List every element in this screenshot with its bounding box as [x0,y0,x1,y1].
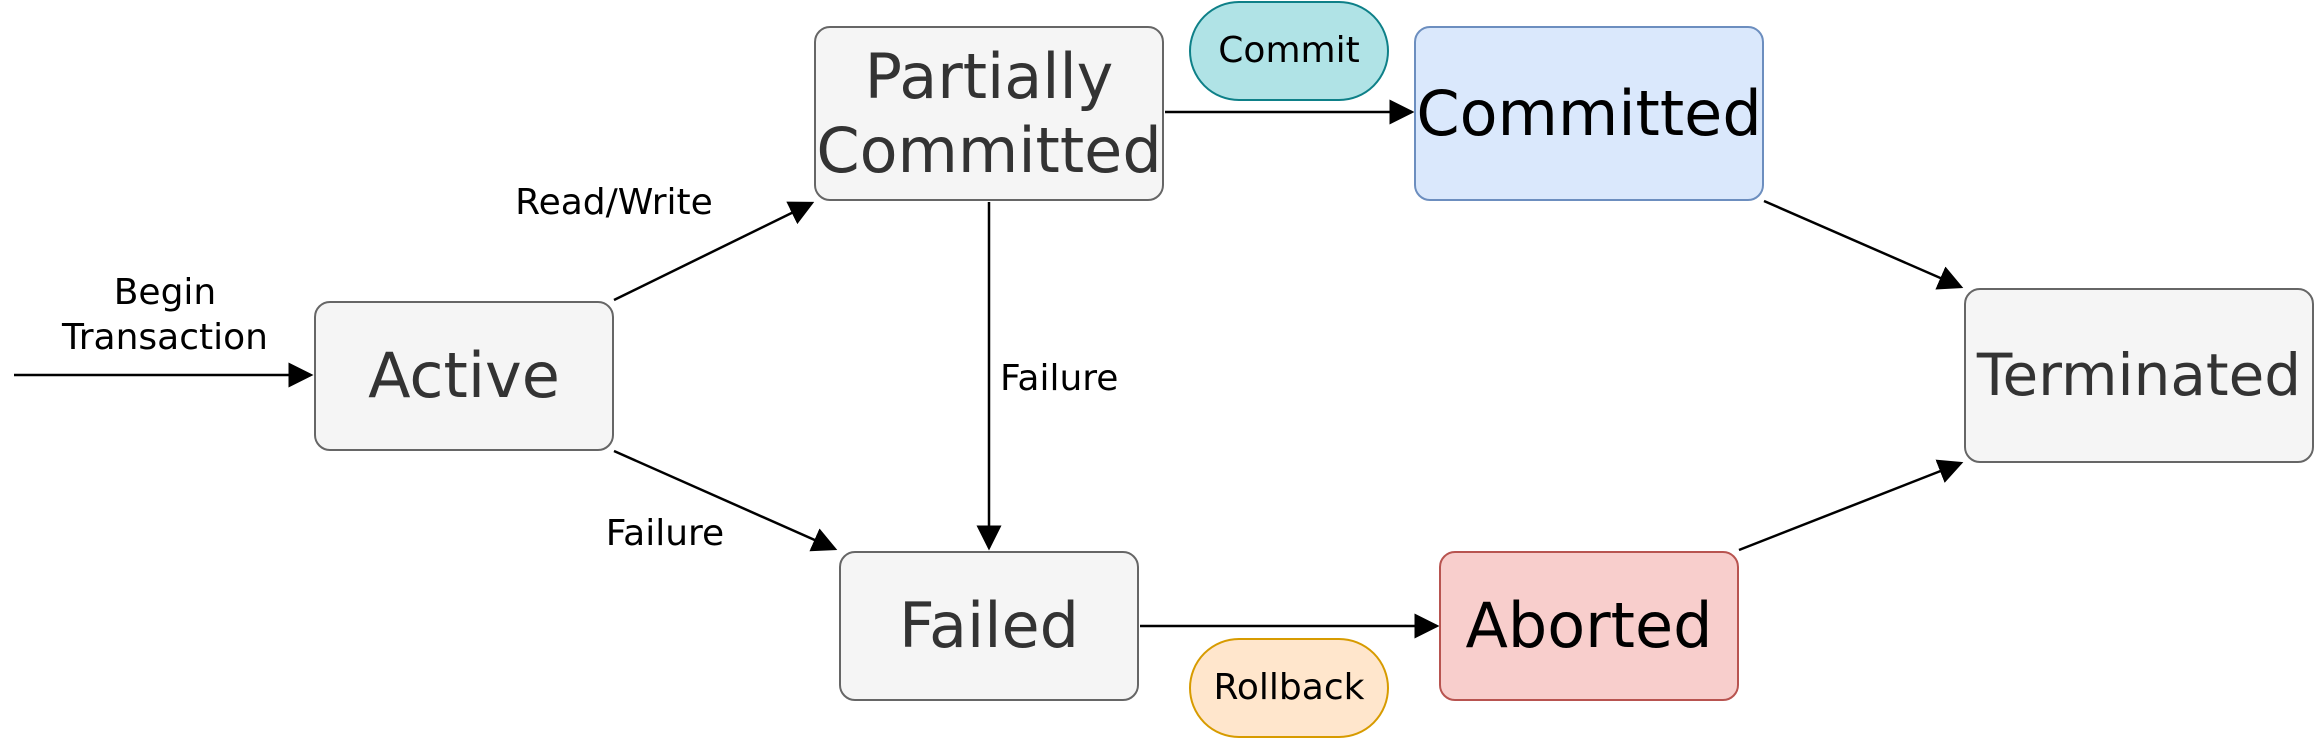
edge-aborted-to-terminated [1738,459,1964,552]
state-active-label: Active [368,339,560,413]
state-active: Active [314,301,614,451]
edge-active-to-failed [613,449,838,552]
edge-label-begin-transaction: Begin Transaction [62,272,268,358]
action-commit-label: Commit [1218,29,1360,71]
state-failed: Failed [839,551,1139,701]
state-terminated-label: Terminated [1976,341,2302,410]
edge-active-to-partially-committed [613,201,815,302]
edge-label-failure-active: Failure [605,513,725,554]
edge-committed-to-terminated [1763,199,1964,290]
state-terminated: Terminated [1964,288,2314,463]
state-partially-committed-label: Partially Committed [816,40,1162,187]
state-aborted-label: Aborted [1465,589,1713,663]
action-commit: Commit [1189,1,1389,101]
edge-label-read-write: Read/Write [515,182,713,223]
action-rollback-label: Rollback [1213,666,1365,708]
state-aborted: Aborted [1439,551,1739,701]
state-committed: Committed [1414,26,1764,201]
edge-label-failure-partial: Failure [1000,358,1119,399]
action-rollback: Rollback [1189,638,1389,738]
state-failed-label: Failed [899,589,1079,663]
state-partially-committed: Partially Committed [814,26,1164,201]
state-committed-label: Committed [1416,76,1762,150]
